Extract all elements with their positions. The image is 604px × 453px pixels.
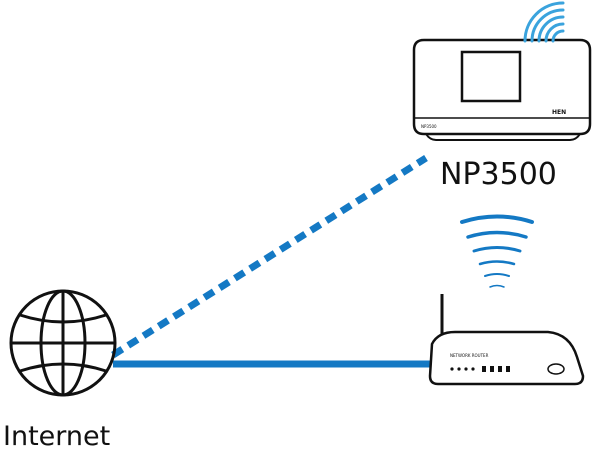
device-brand: HEN: [552, 109, 566, 116]
wireless-router-icon: NETWORK ROUTER: [428, 294, 585, 386]
wifi-waves-icon: [460, 214, 534, 288]
globe-icon: [9, 289, 117, 397]
internet-label: Internet: [3, 421, 110, 452]
router-label: NETWORK ROUTER: [450, 353, 489, 358]
wireless-link-line: [111, 155, 428, 358]
device-label: NP3500: [440, 157, 557, 192]
device-display: [460, 50, 522, 103]
router-status-lights: [450, 366, 510, 372]
device-model-small: NP3500: [421, 124, 437, 129]
network-player-icon: HEN NP3500: [412, 38, 592, 141]
device-wifi-waves-icon: [523, 1, 565, 43]
router-logo: [547, 363, 565, 375]
